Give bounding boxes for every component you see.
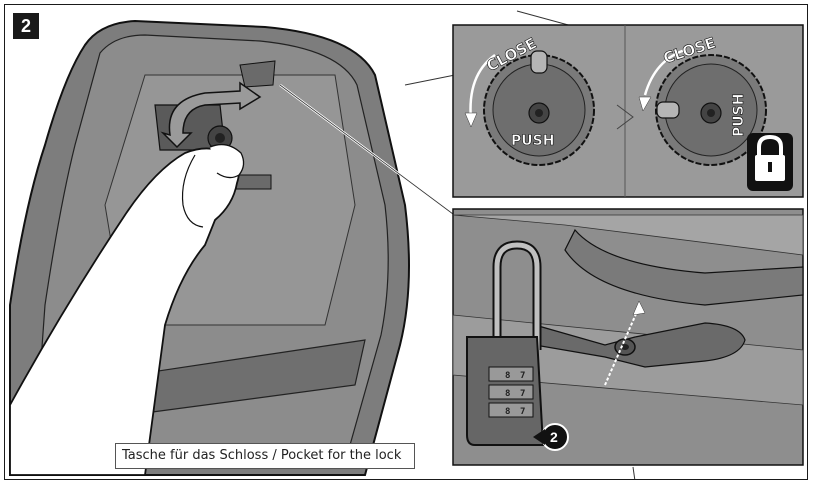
padlock-digit: 7	[520, 389, 525, 399]
caption-label: Tasche für das Schloss / Pocket for the …	[115, 443, 415, 469]
dial-right-push-label: PUSH	[731, 94, 747, 137]
dials-inset	[452, 24, 804, 198]
lock-icon	[747, 133, 793, 191]
callout-number: 2	[550, 429, 558, 445]
hand	[9, 143, 245, 476]
dial-left-push-label: PUSH	[511, 133, 554, 149]
padlock-inset	[452, 208, 804, 466]
padlock-digit: 8	[505, 389, 510, 399]
dial-right	[638, 48, 767, 166]
padlock-digit: 7	[520, 407, 525, 417]
guide-line	[404, 74, 456, 86]
padlock-digit: 8	[505, 407, 510, 417]
dial-left	[464, 50, 595, 166]
padlock-digit: 7	[520, 371, 525, 381]
padlock-digit: 8	[505, 371, 510, 381]
guide-line	[632, 466, 636, 479]
step-number-badge: 2	[13, 13, 39, 39]
instruction-frame: CLOSE PUSH CLOSE PUSH	[4, 4, 808, 480]
illustration: CLOSE PUSH CLOSE PUSH	[9, 10, 804, 479]
